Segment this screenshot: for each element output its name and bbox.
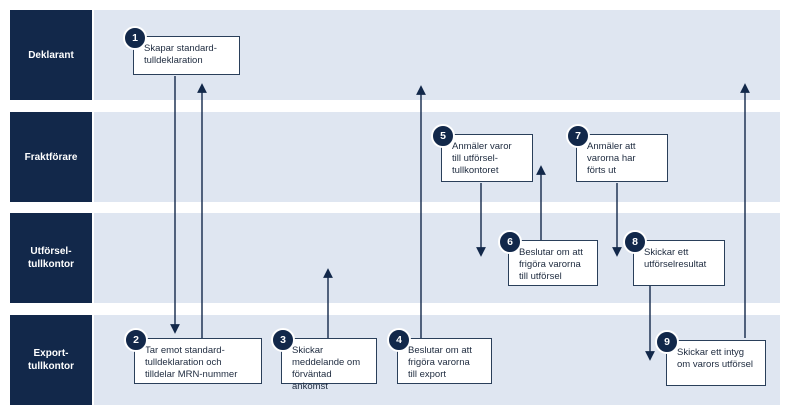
step-6-box: Beslutar om att frigöra varorna till utf… [508, 240, 598, 286]
step-2-box: Tar emot standard- tulldeklaration och t… [134, 338, 262, 384]
lane-label-fraktforare: Fraktförare [10, 112, 92, 202]
step-4-badge: 4 [387, 328, 411, 352]
step-4-box: Beslutar om att frigöra varorna till exp… [397, 338, 492, 384]
step-3-badge: 3 [271, 328, 295, 352]
step-7-box: Anmäler att varorna har förts ut [576, 134, 668, 182]
step-2-badge: 2 [124, 328, 148, 352]
step-8-badge: 8 [623, 230, 647, 254]
step-8-box: Skickar ett utförselresultat [633, 240, 725, 286]
lane-label-exporttullkontor: Export- tullkontor [10, 315, 92, 405]
lane-label-utforseltullkontor: Utförsel- tullkontor [10, 213, 92, 303]
lane-label-deklarant: Deklarant [10, 10, 92, 100]
step-6-badge: 6 [498, 230, 522, 254]
step-3-box: Skickar meddelande om förväntad ankomst [281, 338, 377, 392]
step-9-badge: 9 [655, 330, 679, 354]
step-5-box: Anmäler varor till utförsel- tullkontore… [441, 134, 533, 182]
step-5-badge: 5 [431, 124, 455, 148]
step-9-box: Skickar ett intyg om varors utförsel [666, 340, 766, 386]
step-1-badge: 1 [123, 26, 147, 50]
step-1-box: Skapar standard- tulldeklaration [133, 36, 240, 75]
step-7-badge: 7 [566, 124, 590, 148]
